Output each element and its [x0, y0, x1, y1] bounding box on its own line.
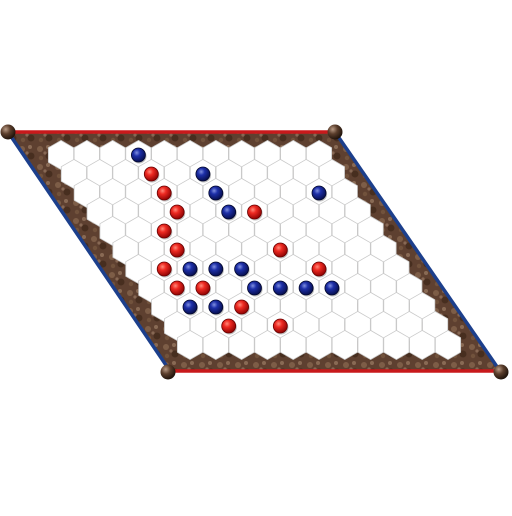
red-stone	[169, 280, 186, 297]
hex-cell[interactable]	[409, 329, 436, 361]
blue-stone	[298, 280, 315, 297]
corner-knob-bottom-right	[493, 364, 509, 380]
hex-cell[interactable]	[434, 329, 462, 361]
blue-stone	[208, 261, 224, 278]
red-stone	[143, 166, 160, 183]
corner-knob-bottom-left	[160, 364, 176, 380]
hex-cell[interactable]	[331, 329, 358, 361]
stones	[130, 147, 341, 335]
blue-stone	[195, 166, 211, 183]
corner-knob-top-left	[0, 124, 16, 140]
red-stone	[247, 204, 263, 221]
red-stone	[156, 185, 173, 202]
corner-knob-top-right	[327, 124, 343, 140]
hex-cells	[47, 139, 462, 361]
hex-cell[interactable]	[383, 329, 410, 361]
red-stone	[195, 280, 211, 297]
blue-stone	[182, 261, 199, 278]
hex-cell[interactable]	[202, 329, 229, 361]
right-edge-blue	[333, 131, 502, 372]
red-stone	[169, 204, 186, 221]
hex-cell[interactable]	[176, 329, 204, 361]
blue-stone	[221, 204, 237, 221]
hex-cell[interactable]	[280, 329, 307, 361]
red-stone	[156, 223, 173, 240]
hex-cell[interactable]	[305, 329, 333, 361]
blue-stone	[272, 280, 289, 297]
blue-stone	[324, 280, 341, 297]
hex-cell[interactable]	[357, 329, 384, 361]
blue-stone	[311, 185, 328, 202]
blue-stone	[182, 299, 199, 316]
red-stone	[169, 242, 186, 259]
hex-cell[interactable]	[254, 329, 281, 361]
red-stone	[311, 261, 328, 278]
red-stone	[234, 299, 250, 316]
blue-stone	[130, 147, 147, 164]
blue-stone	[208, 299, 224, 316]
blue-stone	[208, 185, 224, 202]
red-stone	[272, 318, 289, 335]
blue-stone	[247, 280, 263, 297]
red-stone	[221, 318, 237, 335]
red-stone	[156, 261, 173, 278]
left-edge-blue	[6, 131, 172, 372]
hex-cell[interactable]	[228, 329, 255, 361]
blue-stone	[234, 261, 250, 278]
red-stone	[272, 242, 289, 259]
